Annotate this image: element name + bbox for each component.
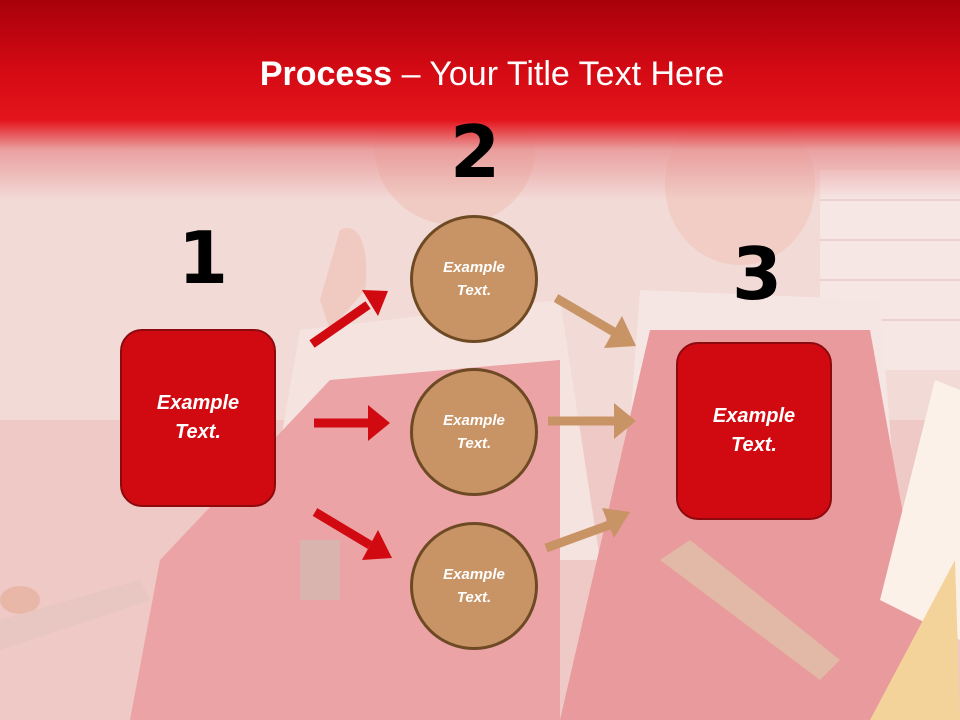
step-number-3: 3 bbox=[732, 232, 783, 316]
step-number-1: 1 bbox=[178, 216, 229, 300]
right-box: Example Text. bbox=[676, 342, 832, 520]
slide-title: Process – Your Title Text Here bbox=[0, 52, 960, 96]
circle-top-text: Example Text. bbox=[443, 259, 505, 299]
step-number-2: 2 bbox=[450, 110, 501, 194]
left-box-text: Example Text. bbox=[156, 392, 240, 443]
arrow-tan-up bbox=[544, 508, 630, 553]
right-box-text: Example Text. bbox=[712, 405, 796, 456]
title-bold: Process bbox=[259, 55, 393, 93]
circle-middle-text: Example Text. bbox=[443, 412, 505, 452]
circle-top: Example Text. bbox=[410, 215, 538, 343]
left-box: Example Text. bbox=[120, 329, 276, 507]
arrow-red-up bbox=[309, 290, 388, 348]
circle-middle: Example Text. bbox=[410, 368, 538, 496]
circle-bottom-text: Example Text. bbox=[443, 566, 505, 606]
title-rest: – Your Title Text Here bbox=[392, 55, 725, 93]
header-band bbox=[0, 0, 960, 200]
arrow-tan-middle bbox=[548, 403, 636, 439]
arrow-red-down bbox=[312, 508, 392, 560]
arrow-tan-down bbox=[553, 294, 636, 348]
arrow-red-middle bbox=[314, 405, 390, 441]
circle-bottom: Example Text. bbox=[410, 522, 538, 650]
